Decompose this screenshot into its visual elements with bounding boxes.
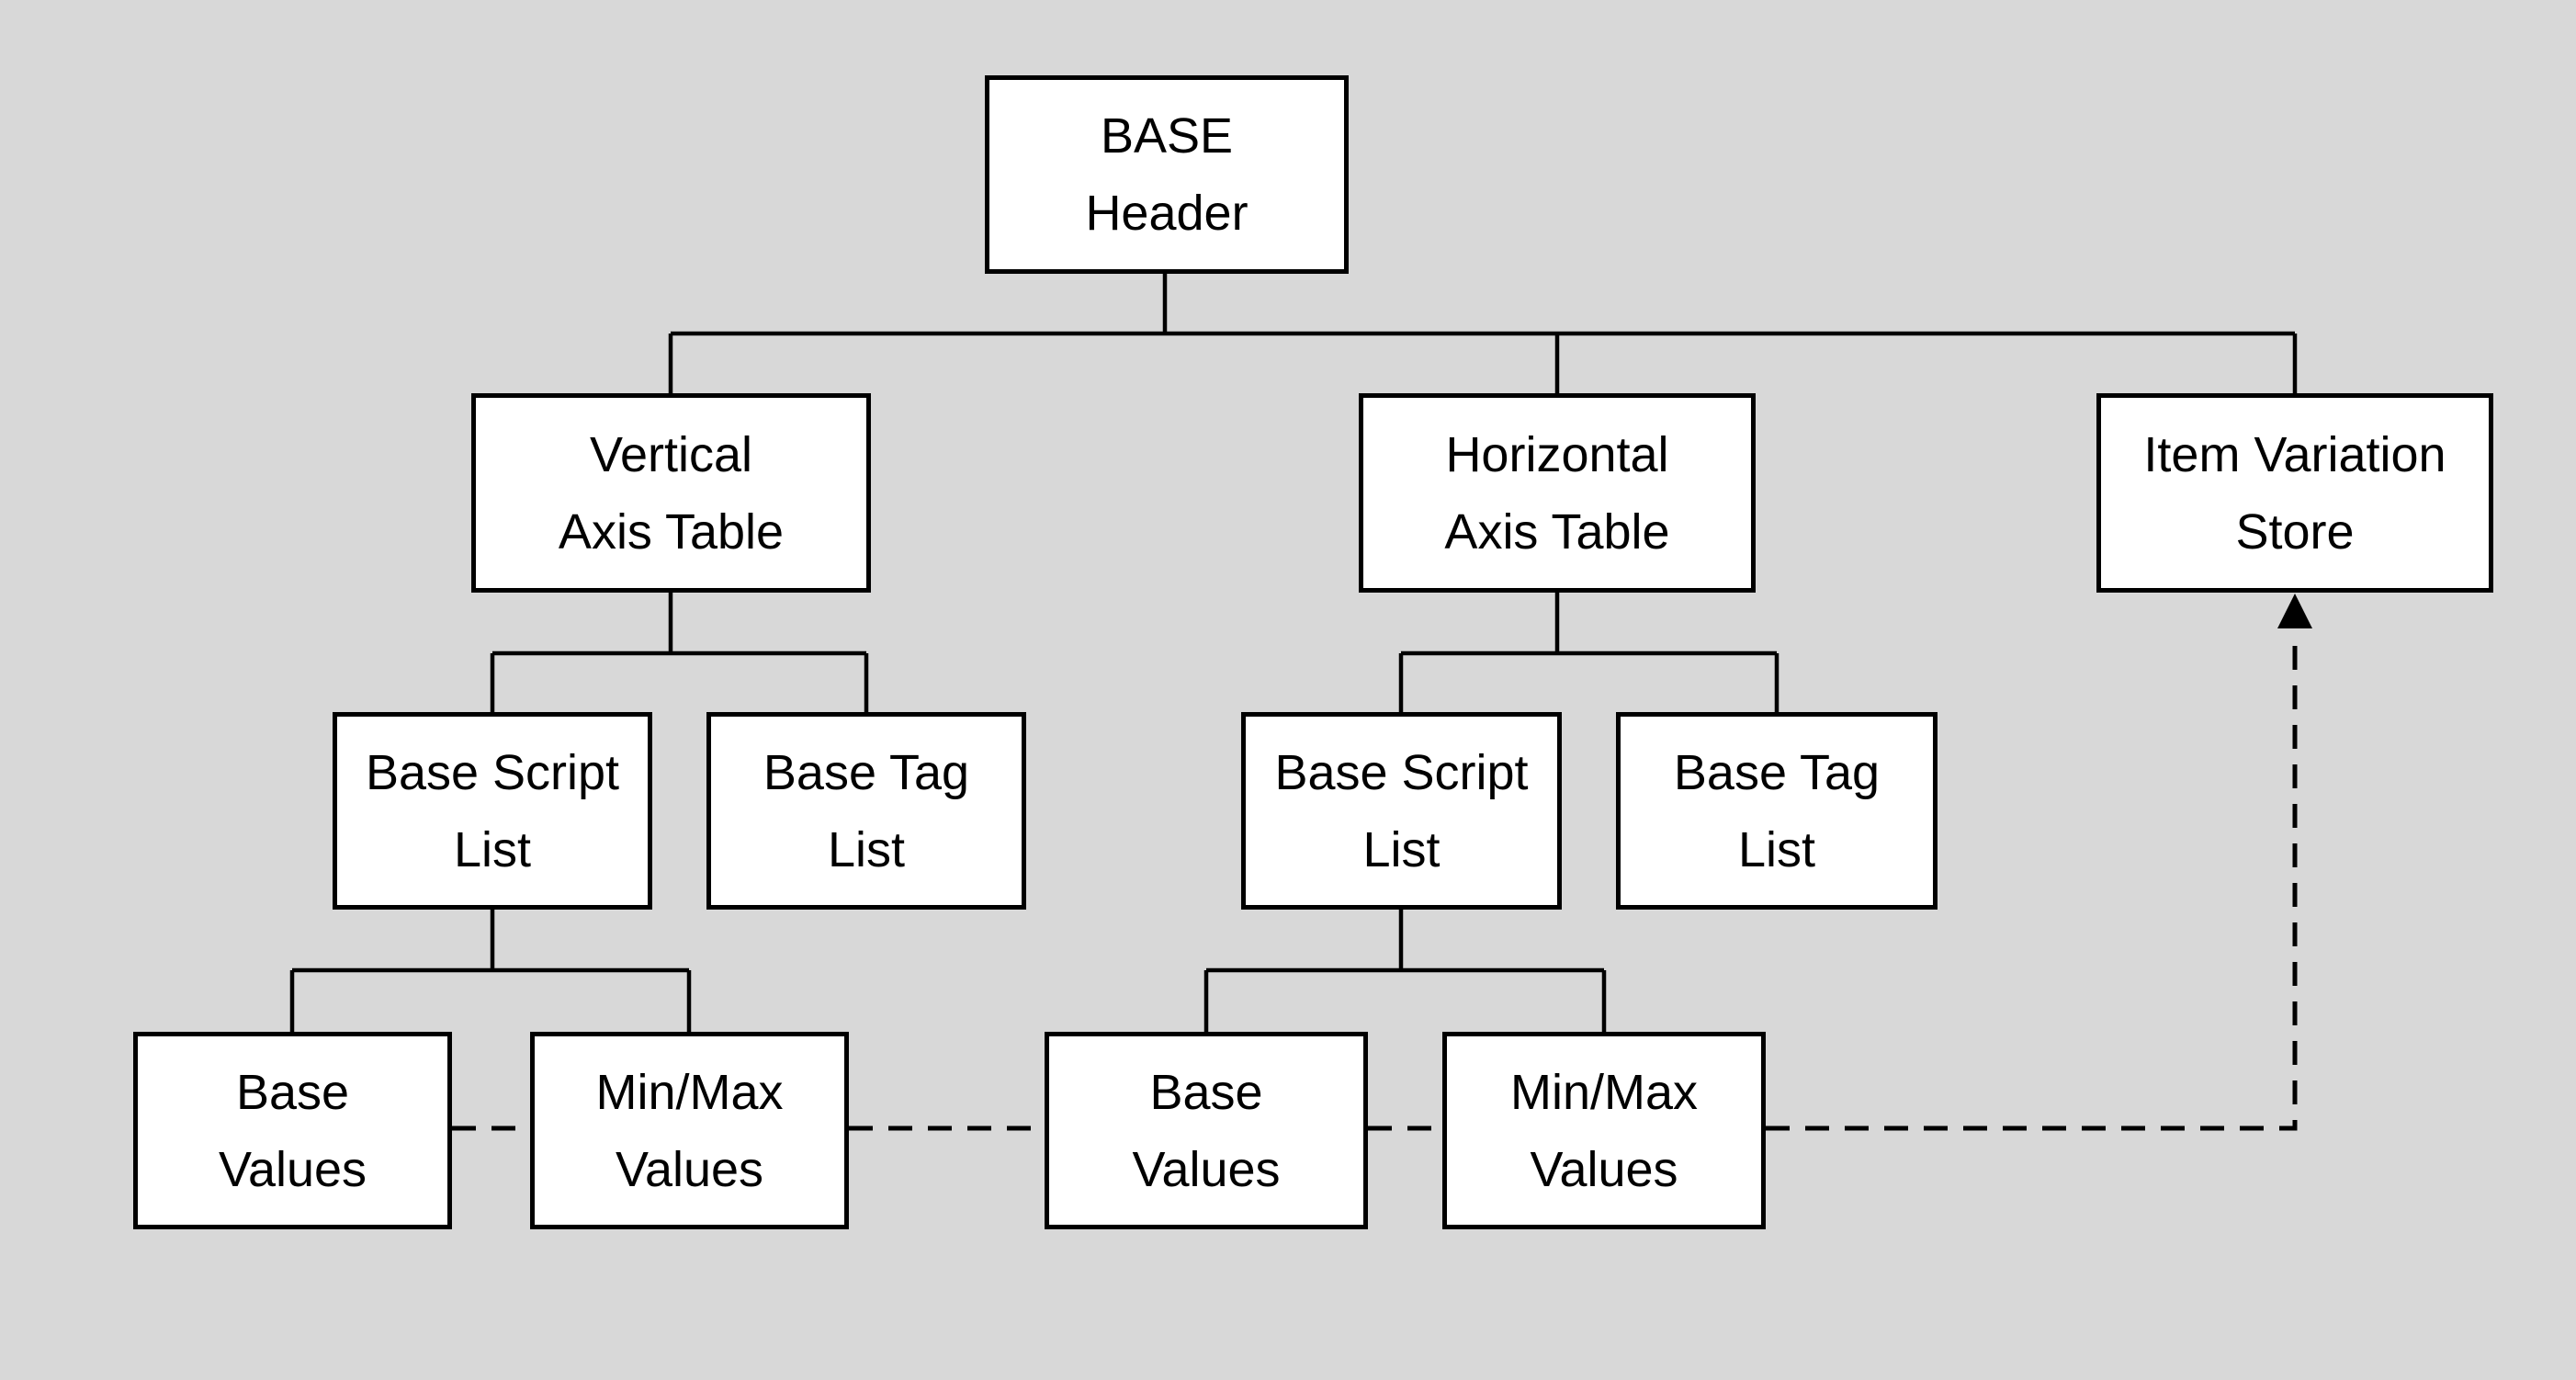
- connector-horizontal-script-children: [1203, 908, 1607, 1032]
- node-vertical-axis-table-label: Vertical Axis Table: [558, 426, 785, 560]
- node-horizontal-base-tag-list-label: Base Tag List: [1673, 744, 1881, 877]
- node-horizontal-minmax-values: Min/Max Values: [1442, 1032, 1766, 1229]
- node-horizontal-base-tag-list: Base Tag List: [1616, 712, 1938, 910]
- node-vertical-base-script-list-label: Base Script List: [365, 744, 620, 877]
- connector-vertical-script-children: [289, 908, 692, 1032]
- node-vertical-base-values: Base Values: [133, 1032, 452, 1229]
- node-vertical-minmax-values-label: Min/Max Values: [595, 1064, 784, 1197]
- connector-base-header-children: [668, 272, 2298, 395]
- node-vertical-minmax-values: Min/Max Values: [530, 1032, 849, 1229]
- node-vertical-base-values-label: Base Values: [218, 1064, 367, 1197]
- node-vertical-axis-table: Vertical Axis Table: [471, 393, 871, 593]
- node-horizontal-minmax-values-label: Min/Max Values: [1509, 1064, 1699, 1197]
- node-item-variation-store-label: Item Variation Store: [2143, 426, 2446, 560]
- node-horizontal-axis-table: Horizontal Axis Table: [1359, 393, 1756, 593]
- dashed-link-minmax-to-item-variation-store: [1766, 634, 2298, 1131]
- connector-horizontal-axis-children: [1398, 592, 1779, 712]
- node-vertical-base-tag-list-label: Base Tag List: [763, 744, 970, 877]
- node-vertical-base-script-list: Base Script List: [333, 712, 652, 910]
- node-vertical-base-tag-list: Base Tag List: [706, 712, 1026, 910]
- node-horizontal-base-script-list-label: Base Script List: [1274, 744, 1529, 877]
- node-horizontal-axis-table-label: Horizontal Axis Table: [1444, 426, 1670, 560]
- node-horizontal-base-values: Base Values: [1045, 1032, 1368, 1229]
- up-arrowhead-icon: [2277, 594, 2312, 628]
- node-item-variation-store: Item Variation Store: [2096, 393, 2493, 593]
- node-horizontal-base-values-label: Base Values: [1132, 1064, 1281, 1197]
- node-base-header-label: BASE Header: [1085, 108, 1248, 241]
- node-horizontal-base-script-list: Base Script List: [1241, 712, 1562, 910]
- node-base-header: BASE Header: [985, 75, 1349, 274]
- connector-vertical-axis-children: [490, 592, 869, 712]
